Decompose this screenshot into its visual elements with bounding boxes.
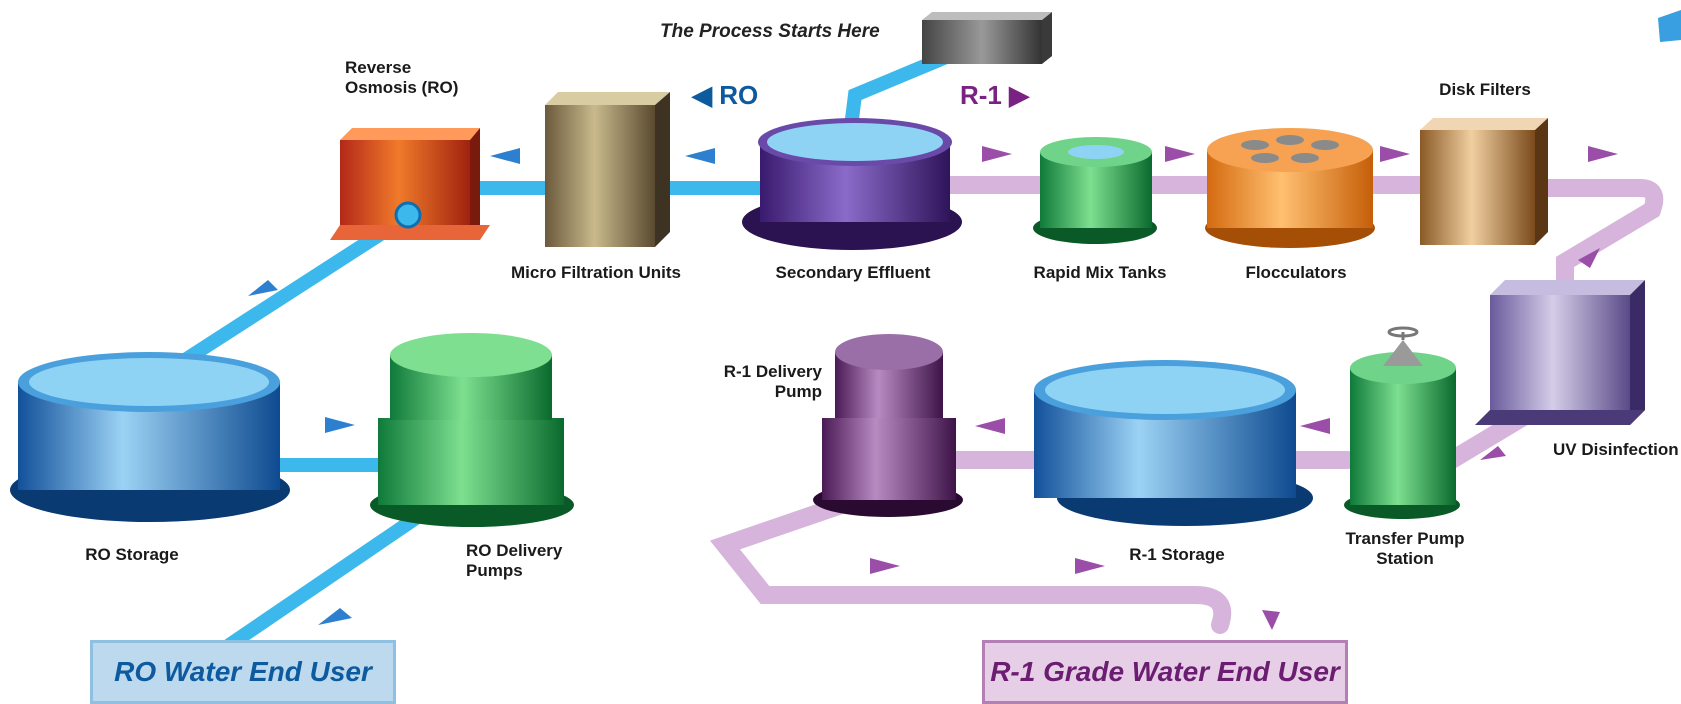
disk-filters-unit <box>1420 118 1548 245</box>
r1-direction-label: R-1 ▶ <box>960 80 1030 110</box>
uv-disinfection-unit <box>1475 280 1645 425</box>
secondary-effluent-tank <box>742 118 962 250</box>
r1-storage-tank <box>1034 360 1313 526</box>
pipe-disk-to-uv <box>1539 179 1664 299</box>
label-reverse-osmosis: Reverse Osmosis (RO) <box>345 58 459 97</box>
water-badge-icon <box>1658 10 1681 42</box>
ro-storage-tank <box>10 352 290 522</box>
micro-filtration-unit <box>545 92 670 247</box>
label-rapid-mix: Rapid Mix Tanks <box>1033 263 1167 282</box>
label-ro-delivery-pumps: RO Delivery Pumps <box>466 541 563 580</box>
label-uv-disinfection: UV Disinfection <box>1553 440 1679 459</box>
label-r1-storage: R-1 Storage <box>1129 545 1225 564</box>
pipe-delivery-to-end-user <box>709 481 1232 634</box>
ro-delivery-pumps <box>370 333 574 527</box>
label-disk-filters: Disk Filters <box>1439 80 1531 99</box>
label-flocculators: Flocculators <box>1245 263 1347 282</box>
label-transfer-pump-station: Transfer Pump Station <box>1345 529 1465 568</box>
label-ro-storage: RO Storage <box>85 545 179 564</box>
arrow-left-icon: ◀ <box>692 80 720 110</box>
ro-water-end-user-box: RO Water End User <box>90 640 396 704</box>
r1-delivery-pump <box>813 334 963 517</box>
label-micro-filtration: Micro Filtration Units <box>511 263 681 282</box>
flocculators-tank <box>1205 128 1375 248</box>
r1-grade-water-end-user-box: R-1 Grade Water End User <box>982 640 1348 704</box>
label-secondary-effluent: Secondary Effluent <box>775 263 931 282</box>
r1-flow-arrows <box>870 146 1618 630</box>
ro-flow-arrows <box>248 148 715 625</box>
transfer-pump-station <box>1344 326 1460 519</box>
source-building <box>922 12 1052 64</box>
ro-direction-label: ◀ RO <box>692 80 759 110</box>
arrow-right-icon: ▶ <box>1001 80 1030 110</box>
label-r1-delivery-pump: R-1 Delivery Pump <box>723 362 822 401</box>
reverse-osmosis-unit <box>330 128 490 240</box>
rapid-mix-tank <box>1033 137 1157 244</box>
process-start-label: The Process Starts Here <box>660 21 880 42</box>
